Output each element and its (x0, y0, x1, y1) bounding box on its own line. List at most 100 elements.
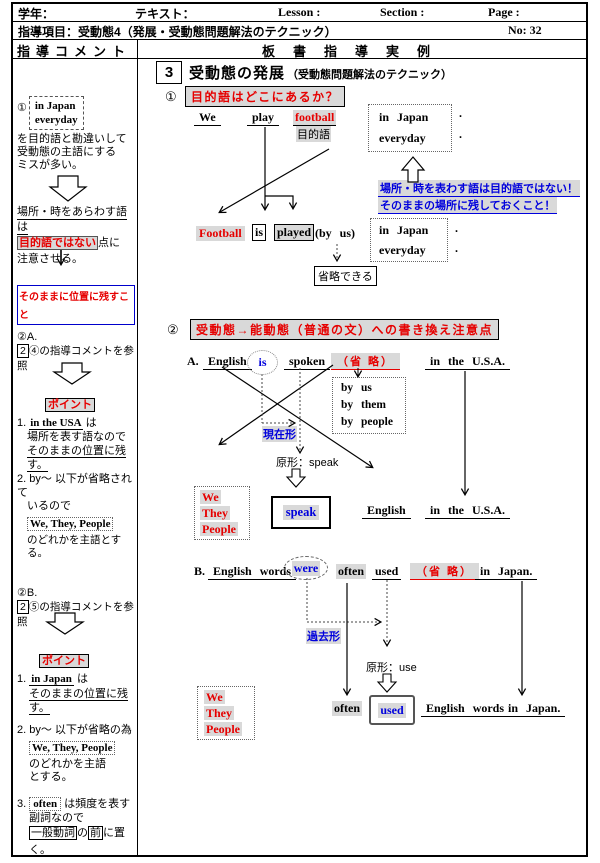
page-title: 受動態の発展 (189, 65, 286, 82)
pronoun-options-box-s3: We, They, People (29, 741, 116, 755)
header-line-3 (11, 58, 588, 59)
page-subtitle: （受動態問題解法のテクニック） (287, 69, 452, 81)
sidebar-s1-line5: 目的語ではない点に (17, 236, 120, 250)
blue-note-2: そのままの場所に残しておくこと！ (378, 197, 558, 214)
period-2a: . (455, 221, 458, 235)
by-options-box: by us by them by people (332, 377, 406, 434)
before-box: 前 (88, 826, 103, 840)
sidebar-s1-number: ① (17, 102, 27, 114)
sidebar-section-1: ① in Japan everyday を目的語と勘違いして 受動態の主語にする… (17, 96, 135, 325)
by-them: by them (341, 399, 386, 411)
place-line-1: in Japan (379, 110, 429, 124)
word-football-subject: Football (196, 226, 245, 241)
phrase-everyday: everyday (34, 114, 78, 126)
a-omitted-label: （省 略） (331, 353, 401, 370)
a-result-object: English (362, 503, 411, 519)
a-pron-people: People (200, 522, 238, 536)
sec1-heading: 目的語はどこにあるか？ (185, 86, 346, 107)
comment-column-title: 指導コメント (17, 44, 132, 59)
sidebar-s3-arrow-gap (17, 630, 137, 651)
base-form-use: 原形：use (366, 662, 417, 674)
point-badge-a: ポイント (45, 398, 95, 412)
b-label: B. (194, 564, 206, 578)
sidebar-divider (137, 39, 138, 855)
by-people: by people (341, 416, 393, 428)
sidebar-s1-phrase-box: in Japan everyday (28, 96, 84, 130)
by-us: by us (341, 382, 372, 394)
b-verb-box: used (369, 695, 415, 725)
sidebar-s1-line2: 受動態の主語にする (17, 146, 117, 158)
a-word-is: is (258, 355, 267, 369)
b-pron-people: People (204, 722, 242, 736)
b-pron-we: We (204, 690, 225, 704)
often-box: often (29, 797, 62, 811)
sidebar-s3-item3: 3. often は頻度を表す (17, 797, 131, 811)
pronoun-options-box-s2: We, They, People (27, 517, 114, 531)
a-word-english: English (203, 354, 252, 370)
b-word-used: used (372, 564, 402, 580)
base-form-speak: 原形：speak (276, 457, 339, 469)
place2-line-1: in Japan (379, 223, 429, 237)
sidebar-s3-item2c: とする。 (29, 771, 73, 783)
object-label: 目的語 (296, 126, 331, 142)
sidebar-s1-arrow2-gap (17, 267, 135, 285)
sidebar-s1-note-box: そのままに位置に残すこと (17, 285, 135, 325)
sidebar: ① in Japan everyday を目的語と勘違いして 受動態の主語にする… (13, 58, 137, 856)
word-by-us: (by us) (315, 226, 356, 240)
header-line-1 (11, 21, 588, 22)
present-tense-label: 現在形 (262, 426, 297, 442)
sidebar-s1-line6: 注意させる。 (17, 253, 83, 265)
place2-line-2: everyday (379, 243, 426, 257)
sidebar-s2-item1b: 場所を表す語なので (27, 431, 126, 443)
b-were-ellipse: were (284, 556, 328, 580)
sidebar-s3-item2b: のどれかを主語 (29, 758, 106, 770)
ref-number-box-2: 2 (17, 600, 29, 614)
page-label: Page : (488, 5, 520, 19)
sec2-number: ② (167, 322, 179, 337)
a-label: A. (187, 354, 199, 368)
sidebar-s2-item1c: そのままの位置に残す。 (27, 445, 126, 472)
point-badge-b: ポイント (39, 654, 89, 668)
word-football: football (293, 110, 337, 126)
b-pronoun-box: We They People (197, 686, 255, 740)
b-result-object: English words (421, 701, 510, 717)
place-line-2: everyday (379, 131, 426, 145)
sidebar-s2-item2c: のどれかを主語とする。 (27, 534, 122, 559)
b-result-place: in Japan. (503, 701, 566, 717)
textbook-label: テキスト： (135, 7, 195, 21)
b-word-were: were (291, 560, 321, 576)
section-label: Section : (380, 5, 425, 19)
ref-number-box: 2 (17, 344, 29, 358)
a-word-spoken: spoken (284, 354, 331, 370)
place-time-box-1: in Japan everyday (368, 104, 452, 152)
a-pron-we: We (200, 490, 221, 504)
phrase-in-japan: in Japan (34, 100, 76, 112)
word-is: is (252, 224, 267, 241)
b-result-often: often (332, 701, 362, 716)
board-column-title: 板書指導実例 (262, 44, 449, 59)
sidebar-s1-line1: を目的語と勘違いして (17, 133, 127, 145)
header-line-2 (11, 39, 588, 40)
b-verb-used: used (378, 702, 406, 718)
place-time-box-2: in Japan everyday (370, 218, 448, 262)
word-we: We (194, 110, 221, 126)
sidebar-s3-number: ②B. (17, 587, 38, 599)
a-verb-speak: speak (282, 505, 320, 520)
a-word-place: in the U.S.A. (425, 354, 511, 370)
b-omitted-label: （省 略） (410, 563, 480, 580)
not-object-box: 目的語ではない (17, 236, 98, 250)
grade-label: 学年： (18, 7, 55, 21)
sidebar-s3-item1b: そのままの位置に残す。 (29, 688, 128, 715)
a-verb-box: speak (271, 496, 331, 529)
b-pron-they: They (204, 706, 235, 720)
lesson-label: Lesson : (278, 5, 321, 19)
a-pronoun-box: We They People (194, 486, 250, 540)
sidebar-s3-item3c: 一般動詞の前に置く。 (29, 826, 125, 856)
sidebar-s1-line4: 場所・時をあらわす語は (17, 206, 127, 235)
sec1-number: ① (165, 89, 177, 104)
